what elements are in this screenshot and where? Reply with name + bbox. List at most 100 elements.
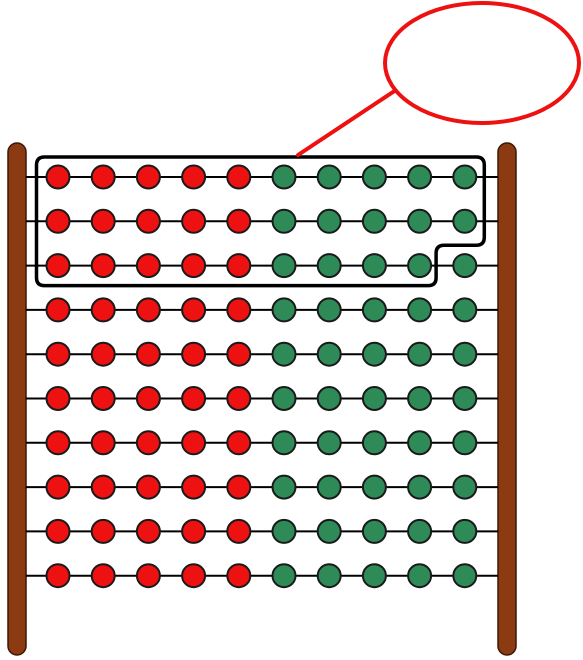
green-bead (273, 298, 296, 321)
green-bead (453, 210, 476, 233)
red-bead (92, 387, 115, 410)
abacus-row (26, 254, 498, 277)
abacus-row (26, 298, 498, 321)
red-bead (137, 298, 160, 321)
green-bead (453, 431, 476, 454)
green-bead (408, 520, 431, 543)
green-bead (363, 343, 386, 366)
red-bead (47, 520, 70, 543)
abacus-row (26, 166, 498, 189)
red-bead (227, 387, 250, 410)
red-bead (182, 564, 205, 587)
red-bead (182, 254, 205, 277)
green-bead (363, 520, 386, 543)
green-bead (273, 387, 296, 410)
green-bead (408, 387, 431, 410)
green-bead (363, 210, 386, 233)
green-bead (453, 520, 476, 543)
green-bead (273, 166, 296, 189)
red-bead (137, 431, 160, 454)
red-bead (92, 166, 115, 189)
green-bead (363, 431, 386, 454)
abacus-row (26, 343, 498, 366)
green-bead (273, 520, 296, 543)
red-bead (47, 254, 70, 277)
red-bead (182, 210, 205, 233)
red-bead (227, 166, 250, 189)
callout-bubble (385, 3, 579, 123)
abacus-row (26, 476, 498, 499)
red-bead (182, 298, 205, 321)
red-bead (47, 564, 70, 587)
red-bead (182, 476, 205, 499)
green-bead (318, 520, 341, 543)
red-bead (47, 476, 70, 499)
red-bead (47, 298, 70, 321)
green-bead (273, 476, 296, 499)
green-bead (363, 387, 386, 410)
green-bead (453, 298, 476, 321)
green-bead (273, 210, 296, 233)
red-bead (47, 343, 70, 366)
abacus-rows (26, 166, 498, 588)
red-bead (182, 387, 205, 410)
callout (298, 3, 579, 155)
abacus-row (26, 387, 498, 410)
green-bead (273, 343, 296, 366)
green-bead (453, 476, 476, 499)
red-bead (47, 387, 70, 410)
red-bead (227, 210, 250, 233)
red-bead (47, 210, 70, 233)
green-bead (318, 476, 341, 499)
red-bead (182, 166, 205, 189)
red-bead (92, 520, 115, 543)
green-bead (408, 564, 431, 587)
green-bead (318, 387, 341, 410)
abacus-row (26, 210, 498, 233)
callout-pointer (298, 88, 399, 155)
red-bead (227, 298, 250, 321)
red-bead (92, 210, 115, 233)
red-bead (92, 343, 115, 366)
red-bead (92, 298, 115, 321)
green-bead (363, 254, 386, 277)
green-bead (318, 254, 341, 277)
green-bead (363, 298, 386, 321)
red-bead (47, 166, 70, 189)
green-bead (273, 431, 296, 454)
red-bead (137, 476, 160, 499)
red-bead (227, 343, 250, 366)
red-bead (227, 520, 250, 543)
green-bead (273, 564, 296, 587)
green-bead (453, 387, 476, 410)
abacus-row (26, 520, 498, 543)
red-bead (92, 254, 115, 277)
green-bead (273, 254, 296, 277)
green-bead (318, 343, 341, 366)
red-bead (92, 564, 115, 587)
green-bead (408, 343, 431, 366)
red-bead (137, 387, 160, 410)
red-bead (137, 564, 160, 587)
abacus-row (26, 564, 498, 587)
green-bead (408, 210, 431, 233)
abacus-row (26, 431, 498, 454)
green-bead (318, 564, 341, 587)
green-bead (408, 166, 431, 189)
green-bead (408, 431, 431, 454)
green-bead (453, 254, 476, 277)
red-bead (182, 343, 205, 366)
red-bead (92, 476, 115, 499)
red-bead (227, 564, 250, 587)
red-bead (137, 520, 160, 543)
green-bead (408, 298, 431, 321)
green-bead (408, 254, 431, 277)
green-bead (408, 476, 431, 499)
red-bead (182, 520, 205, 543)
red-bead (137, 210, 160, 233)
red-bead (227, 476, 250, 499)
red-bead (137, 254, 160, 277)
green-bead (318, 298, 341, 321)
green-bead (453, 343, 476, 366)
